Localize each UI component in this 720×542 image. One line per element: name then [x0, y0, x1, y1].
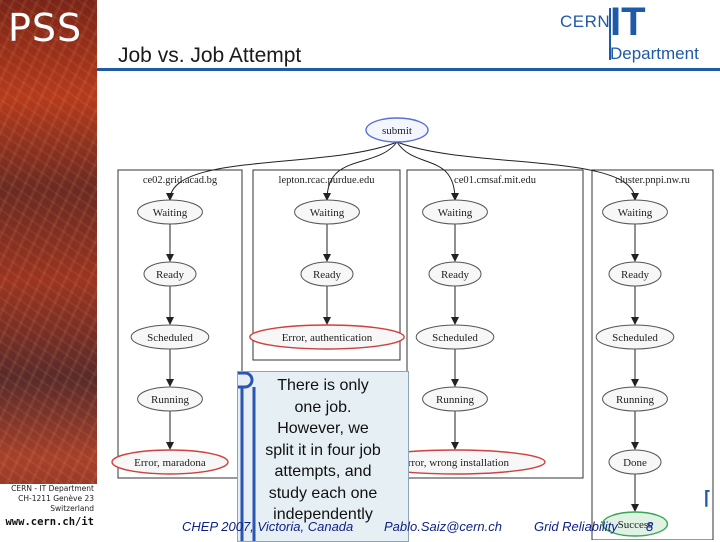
- job-state-diagram: ce02.grid.acad.bg lepton.rcac.purdue.edu c…: [111, 117, 714, 540]
- header-bar: [97, 0, 720, 68]
- state-node-label: Waiting: [153, 207, 188, 219]
- cern-it-logo: CERN IT Department: [560, 0, 715, 63]
- state-node-label: Done: [623, 457, 647, 469]
- site-label: lepton.rcac.purdue.edu: [279, 175, 376, 186]
- state-node-label: Success: [618, 519, 653, 531]
- callout-curl: [238, 372, 256, 541]
- state-node-shape: [130, 324, 210, 350]
- callout-line: study each one: [268, 484, 378, 502]
- state-node-shape: [137, 199, 203, 225]
- footer-page-number: 8: [646, 519, 654, 534]
- logo-divider: [609, 8, 611, 60]
- state-node-label: Scheduled: [432, 332, 478, 344]
- callout-line: split it in four job: [265, 441, 381, 459]
- state-node-shape: [111, 449, 229, 475]
- root-node-label: submit: [382, 125, 412, 137]
- callout-line: attempts, and: [274, 463, 372, 480]
- state-node-shape: [300, 261, 354, 287]
- state-node-shape: [137, 386, 203, 412]
- site-label: ce02.grid.acad.bg: [143, 175, 218, 186]
- state-node-shape: [415, 324, 495, 350]
- state-node-label: Ready: [621, 269, 650, 281]
- address-line-1: CERN - IT Department: [11, 484, 94, 493]
- state-node-shape: [143, 261, 197, 287]
- site-cluster-box: [591, 169, 714, 540]
- root-node-shape: [365, 117, 429, 143]
- callout-line: There is only: [277, 377, 369, 394]
- state-node-shape: [422, 386, 488, 412]
- site-cluster-box: [406, 169, 584, 479]
- state-node-shape: [602, 386, 668, 412]
- footer-conference: CHEP 2007, Victoria, Canada: [182, 519, 354, 534]
- footer-email[interactable]: Pablo.Saiz@cern.ch: [384, 519, 502, 534]
- it-logo-text: IT: [610, 0, 646, 44]
- state-node-label: Ready: [313, 269, 342, 281]
- callout-line: However, we: [277, 420, 369, 437]
- header-band: [97, 68, 720, 71]
- address-line-2: CH-1211 Genève 23: [18, 494, 94, 503]
- state-node-shape: [294, 199, 360, 225]
- state-node-label: Waiting: [310, 207, 345, 219]
- state-node-shape: [422, 199, 488, 225]
- state-node-shape: [428, 261, 482, 287]
- slide-title: Job vs. Job Attempt: [118, 44, 302, 67]
- address-block: CERN - IT Department CH-1211 Genève 23 S…: [0, 484, 97, 540]
- state-node-label: Ready: [156, 269, 185, 281]
- state-node-shape: [601, 511, 669, 537]
- explanation-callout: There is only one job. However, we split…: [237, 371, 409, 542]
- cern-logo-text: CERN: [560, 12, 611, 31]
- state-node-label: Waiting: [438, 207, 473, 219]
- state-node-label: Running: [436, 394, 474, 406]
- state-node-shape: [595, 324, 675, 350]
- transition-edge: [396, 141, 459, 201]
- state-node-shape: [602, 199, 668, 225]
- callout-line: one job.: [294, 398, 352, 416]
- address-line-3: Switzerland: [50, 504, 94, 513]
- state-node-shape: [608, 261, 662, 287]
- pss-logo: PSS: [8, 6, 83, 50]
- site-label: ce01.cmsaf.mit.edu: [454, 175, 537, 186]
- state-node-label: Running: [151, 394, 189, 406]
- site-cluster-box: [117, 169, 243, 479]
- website-link[interactable]: www.cern.ch/it: [5, 516, 94, 528]
- state-node-label: Scheduled: [147, 332, 193, 344]
- department-logo-text: Department: [610, 44, 699, 63]
- corner-mark: ⌈: [704, 488, 712, 508]
- callout-line: independently: [273, 506, 373, 523]
- transition-edge: [323, 141, 398, 201]
- state-node-shape: [249, 324, 405, 350]
- state-node-label: Error, maradona: [134, 457, 206, 469]
- transition-edge: [396, 141, 639, 201]
- state-node-label: Error, authentication: [282, 332, 373, 344]
- sidebar-photo: [0, 0, 97, 540]
- callout-text: There is only one job. However, we split…: [238, 375, 408, 526]
- site-label: cluster.pnpi.nw.ru: [615, 175, 691, 186]
- state-node-label: Ready: [441, 269, 470, 281]
- state-node-label: Waiting: [618, 207, 653, 219]
- footer-topic: Grid Reliability: [534, 519, 618, 534]
- state-node-label: Scheduled: [612, 332, 658, 344]
- site-cluster-box: [252, 169, 401, 361]
- state-node-label: Error, wrong installation: [401, 457, 510, 469]
- state-node-label: Running: [616, 394, 654, 406]
- state-node-shape: [608, 449, 662, 475]
- transition-edge: [166, 141, 398, 201]
